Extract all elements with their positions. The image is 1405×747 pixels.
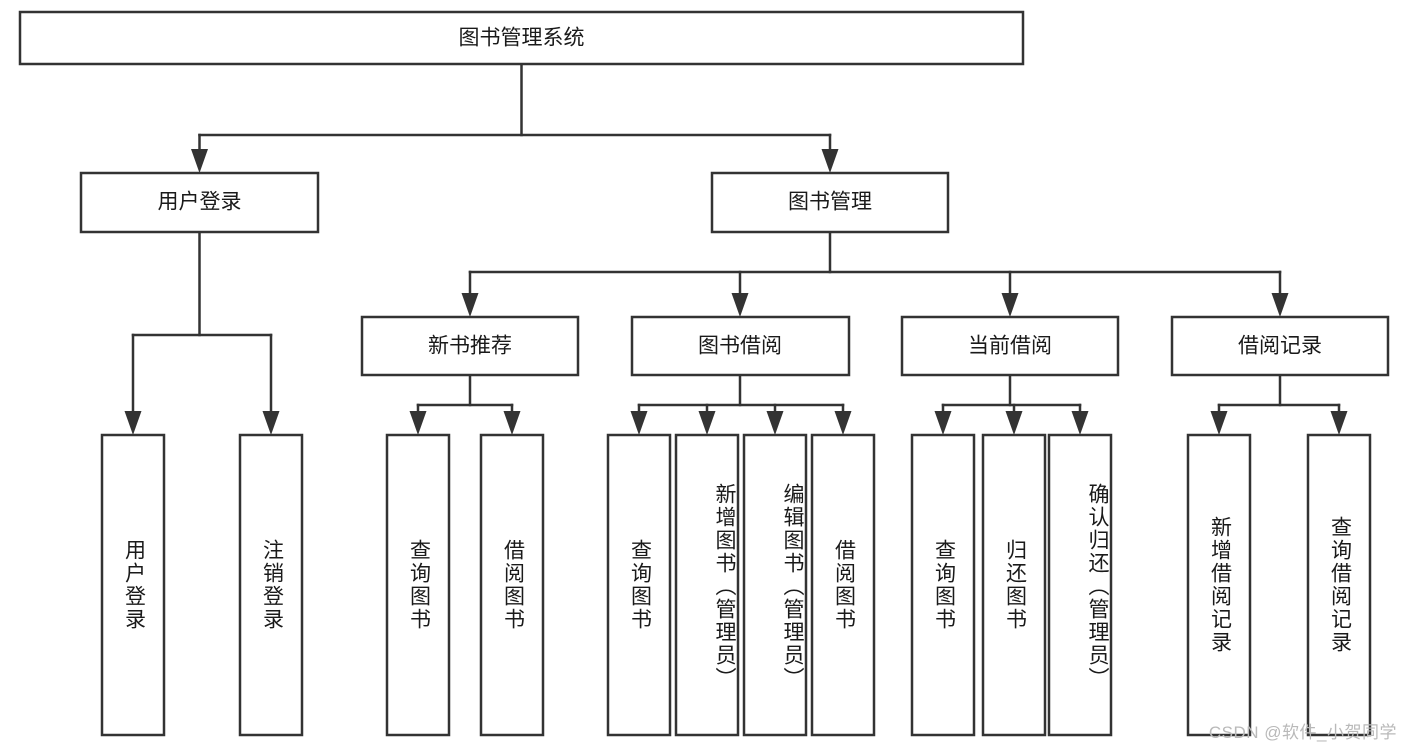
node-box-book-management: [710, 171, 950, 234]
node-label-book-management: 图书管理: [788, 191, 872, 214]
node-borrow-record[interactable]: 借阅记录: [1170, 315, 1390, 377]
connector-group-borrow-record: [1210, 373, 1348, 435]
leaf-box-query-book-2[interactable]: [606, 433, 672, 737]
leaf-box-query-borrow-record[interactable]: [1306, 433, 1372, 737]
leaf-box-add-borrow-record[interactable]: [1186, 433, 1252, 737]
arrow-head-icon: [630, 411, 648, 435]
node-box-current-borrow: [900, 315, 1120, 377]
leaf-box-user-login[interactable]: [100, 433, 166, 737]
leaf-box-group: [100, 433, 1372, 737]
connector-group-root: [191, 62, 839, 173]
node-box-root: [18, 10, 1025, 66]
arrow-head-icon: [1210, 411, 1228, 435]
node-box-borrow-record: [1170, 315, 1390, 377]
node-label-book-borrow: 图书借阅: [698, 335, 782, 358]
arrow-head-icon: [1330, 411, 1348, 435]
arrow-head-icon: [191, 149, 208, 173]
watermark-text: CSDN @软件_小贺同学: [1208, 723, 1397, 742]
arrow-head-icon: [934, 411, 952, 435]
arrow-head-icon: [766, 411, 784, 435]
arrow-head-icon: [1001, 293, 1019, 317]
node-user-login[interactable]: 用户登录: [79, 171, 320, 234]
node-book-borrow[interactable]: 图书借阅: [630, 315, 851, 377]
node-current-borrow[interactable]: 当前借阅: [900, 315, 1120, 377]
arrow-head-icon: [834, 411, 852, 435]
arrow-head-icon: [1271, 293, 1289, 317]
node-book-management[interactable]: 图书管理: [710, 171, 950, 234]
node-label-user-login: 用户登录: [158, 191, 242, 214]
arrow-head-icon: [503, 411, 521, 435]
arrow-head-icon: [461, 293, 479, 317]
node-box-user-login: [79, 171, 320, 234]
arrow-head-icon: [124, 411, 142, 435]
connector-group-user-login: [124, 230, 280, 435]
connector-group-borrow: [630, 373, 852, 435]
leaf-box-borrow-book-1[interactable]: [479, 433, 545, 737]
node-label-current-borrow: 当前借阅: [968, 335, 1052, 358]
leaf-box-add-book-admin[interactable]: [674, 433, 740, 737]
node-label-root: 图书管理系统: [459, 27, 585, 50]
leaf-box-query-book-3[interactable]: [910, 433, 976, 737]
leaf-box-edit-book-admin[interactable]: [742, 433, 808, 737]
arrow-head-icon: [1005, 411, 1023, 435]
node-new-book-recommend[interactable]: 新书推荐: [360, 315, 580, 377]
arrow-head-icon: [1071, 411, 1089, 435]
leaf-box-query-book-1[interactable]: [385, 433, 451, 737]
arrow-head-icon: [409, 411, 427, 435]
connector-group-current-borrow: [934, 373, 1089, 435]
connector-group-new-book: [409, 373, 521, 435]
node-box-book-borrow: [630, 315, 851, 377]
node-box-new-book-recommend: [360, 315, 580, 377]
node-root-system[interactable]: 图书管理系统: [18, 10, 1025, 66]
leaf-box-return-book[interactable]: [981, 433, 1047, 737]
arrow-head-icon: [731, 293, 749, 317]
node-label-borrow-record: 借阅记录: [1238, 335, 1322, 358]
leaf-box-logout[interactable]: [238, 433, 304, 737]
node-label-new-book-recommend: 新书推荐: [428, 335, 512, 358]
arrow-head-icon: [821, 149, 839, 173]
leaf-box-confirm-return-admin[interactable]: [1047, 433, 1113, 737]
arrow-head-icon: [262, 411, 280, 435]
arrow-head-icon: [698, 411, 716, 435]
connector-group-book-mgmt: [461, 230, 1289, 317]
leaf-box-borrow-book-2[interactable]: [810, 433, 876, 737]
